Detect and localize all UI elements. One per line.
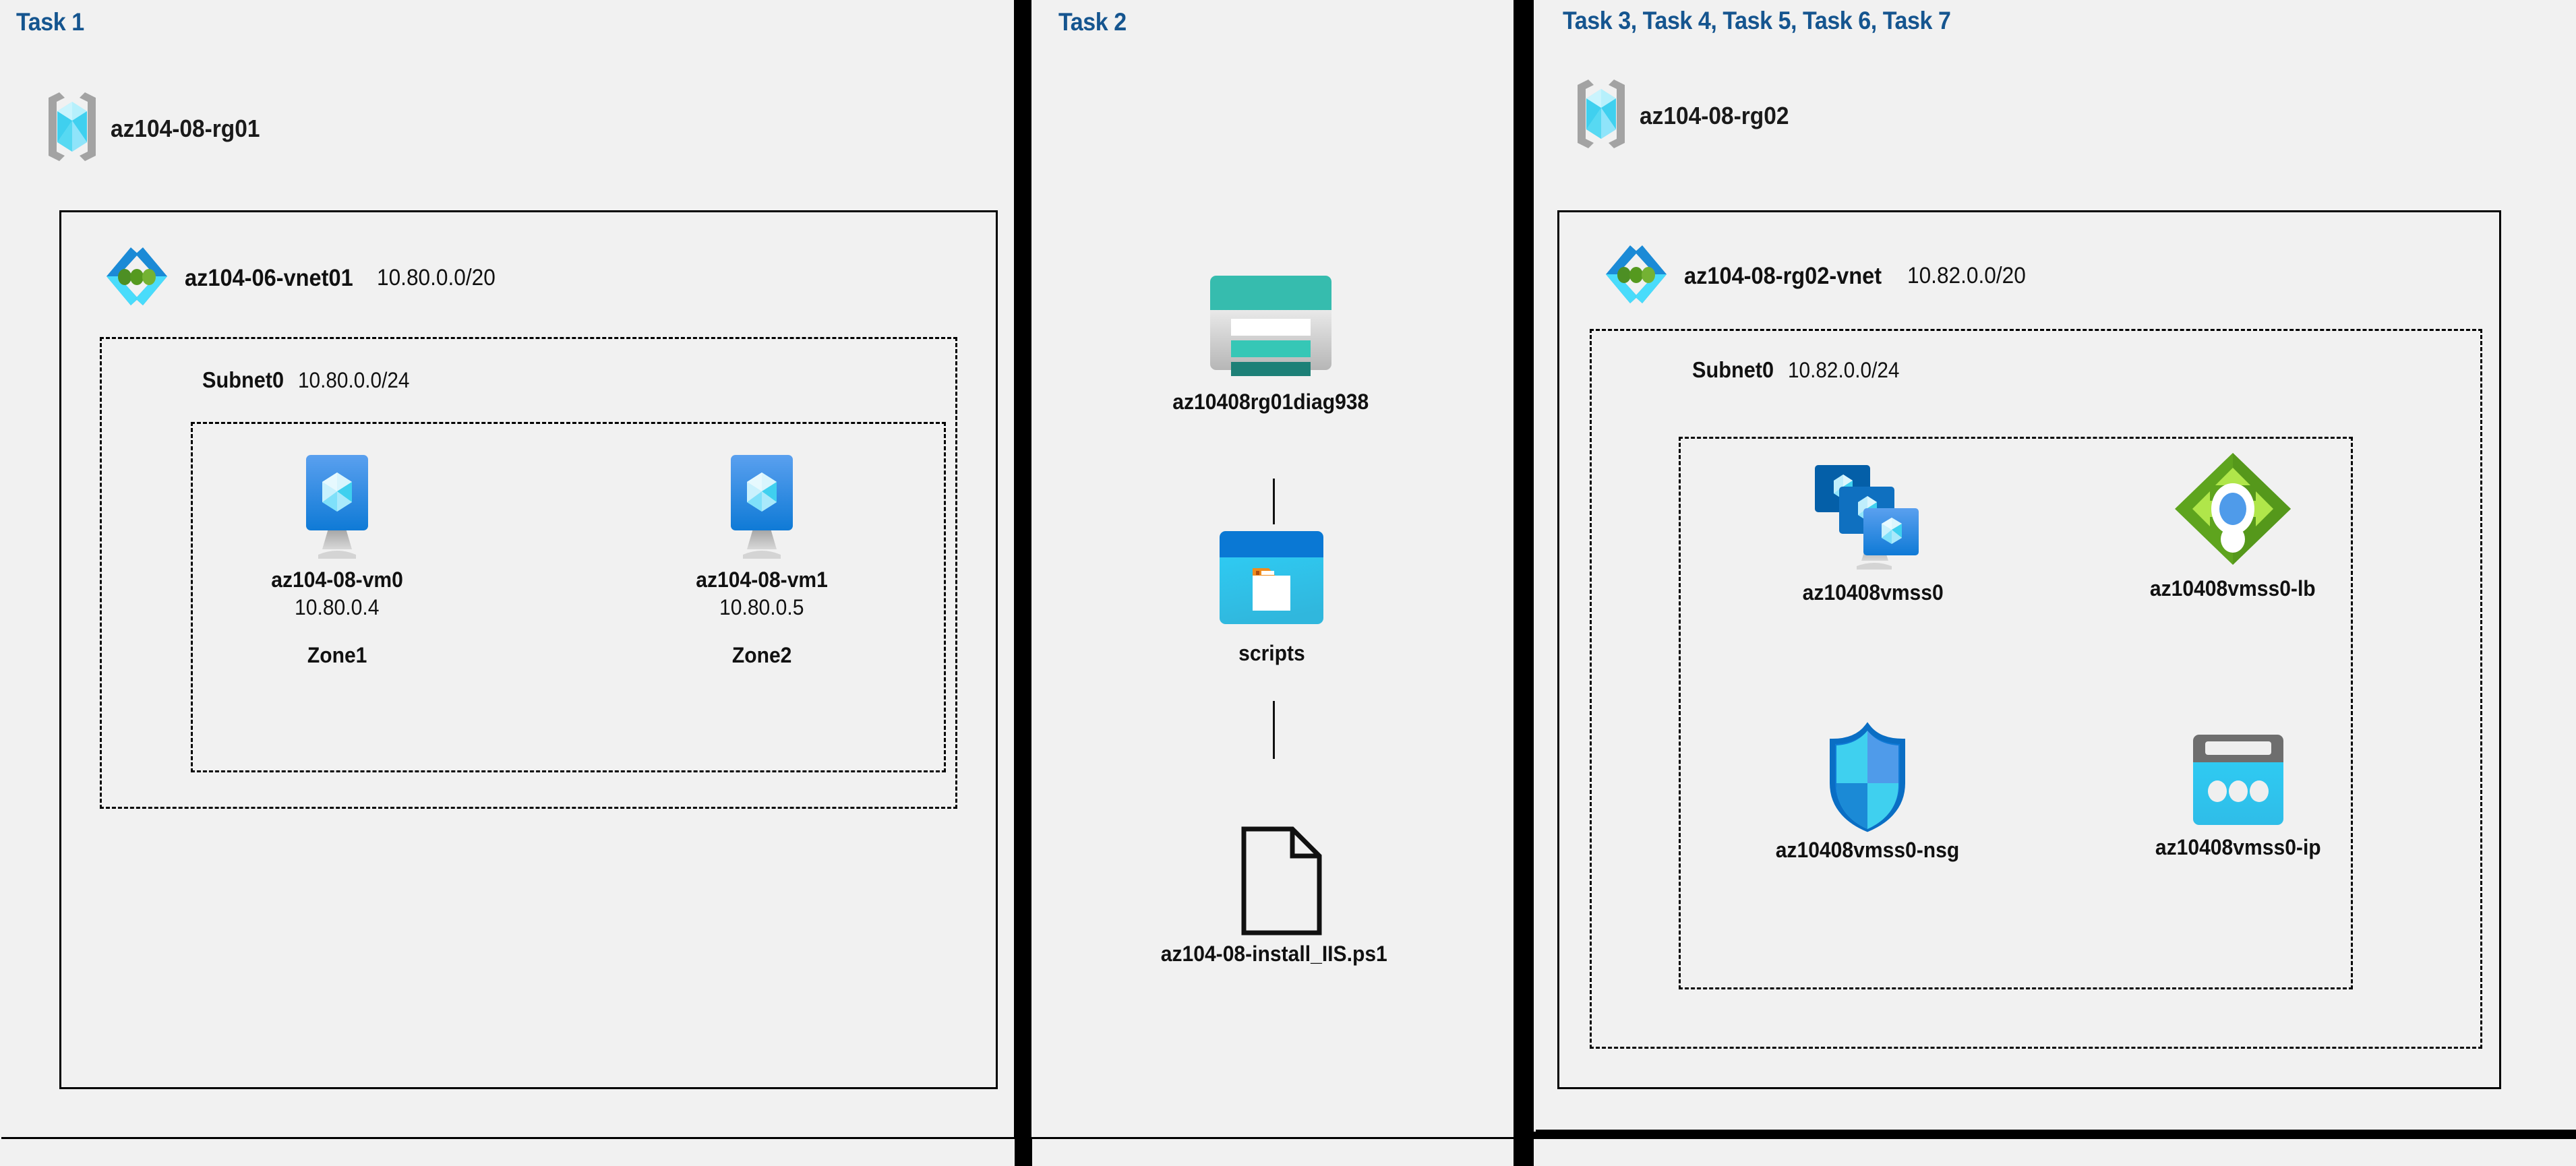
- vm-node-az104-08-vm0[interactable]: az104-08-vm0 10.80.0.4 Zone1: [270, 448, 405, 668]
- resource-group-icon: [46, 91, 98, 166]
- virtual-network-icon: [100, 239, 174, 317]
- vm-node-az104-08-vm1[interactable]: az104-08-vm1 10.80.0.5 Zone2: [694, 448, 829, 668]
- public-ip-node-az10408vmss0-ip[interactable]: az10408vmss0-ip: [2155, 731, 2321, 860]
- panel-title-task-2: Task 2: [1058, 8, 1127, 36]
- vm-ip: 10.80.0.5: [719, 595, 804, 619]
- vnet-header-az104-08-rg02-vnet: az104-08-rg02-vnet 10.82.0.0/20: [1599, 237, 2035, 315]
- resource-group-az104-08-rg01: az104-08-rg01: [46, 91, 271, 166]
- panel-title-task-1: Task 1: [16, 8, 84, 36]
- vnet-name: az104-08-rg02-vnet: [1684, 262, 1882, 289]
- vnet-cidr: 10.80.0.0/20: [376, 265, 496, 290]
- storage-account-label: az10408rg01diag938: [1172, 390, 1369, 414]
- vmss-node-az10408vmss0[interactable]: az10408vmss0: [1799, 456, 1947, 605]
- subnet-name: Subnet0: [1692, 357, 1774, 382]
- blob-container-icon: [1215, 524, 1328, 641]
- script-file-label: az104-08-install_IIS.ps1: [1160, 942, 1388, 966]
- connector-container-to-file: [1273, 701, 1275, 759]
- availability-zones-box: [191, 422, 946, 772]
- nsg-label: az10408vmss0-nsg: [1775, 838, 1960, 862]
- blob-container-label: scripts: [1238, 641, 1305, 665]
- load-balancer-icon: [2165, 445, 2300, 576]
- panel-separator-left: [1015, 0, 1032, 1166]
- virtual-machine-icon: [287, 448, 387, 567]
- virtual-network-icon: [1599, 237, 1673, 315]
- vnet-header-az104-06-vnet01: az104-06-vnet01 10.80.0.0/20: [100, 239, 504, 317]
- vm-name: az104-08-vm0: [271, 567, 403, 592]
- blob-container-node[interactable]: scripts: [1218, 524, 1325, 666]
- vnet-name: az104-06-vnet01: [185, 264, 353, 291]
- subnet-box-task1: [100, 337, 957, 809]
- vnet-box-az104-08-rg02-vnet: [1557, 210, 2501, 1089]
- panel-separator-right: [1514, 0, 1534, 1166]
- vnet-cidr: 10.82.0.0/20: [1907, 263, 2026, 288]
- file-icon: [1226, 824, 1322, 942]
- public-ip-address-icon: [2188, 731, 2288, 835]
- vm-name: az104-08-vm1: [696, 567, 828, 592]
- resource-group-icon: [1575, 78, 1627, 153]
- virtual-machine-icon: [712, 448, 812, 567]
- network-security-group-icon: [1817, 721, 1918, 838]
- vmss-label: az10408vmss0: [1802, 580, 1944, 605]
- vm-scale-set-icon: [1799, 456, 1947, 580]
- panel-title-task-3-7: Task 3, Task 4, Task 5, Task 6, Task 7: [1563, 7, 1951, 34]
- connector-storage-to-container: [1273, 479, 1275, 524]
- subnet-label-task1: Subnet0 10.80.0.0/24: [202, 367, 418, 393]
- subnet-label-task3: Subnet0 10.82.0.0/24: [1692, 357, 1908, 383]
- resource-group-az104-08-rg02: az104-08-rg02: [1575, 78, 1800, 153]
- vm-ip: 10.80.0.4: [295, 595, 380, 619]
- script-file-node[interactable]: az104-08-install_IIS.ps1: [1161, 824, 1387, 966]
- subnet-name: Subnet0: [202, 367, 284, 392]
- subnet-resources-box: [1679, 437, 2353, 989]
- storage-account-icon: [1207, 266, 1335, 390]
- storage-account-node[interactable]: az10408rg01diag938: [1173, 266, 1369, 415]
- resource-group-label: az104-08-rg01: [111, 114, 260, 142]
- nsg-node-az10408vmss0-nsg[interactable]: az10408vmss0-nsg: [1776, 721, 1959, 863]
- load-balancer-label: az10408vmss0-lb: [2150, 576, 2316, 601]
- vnet-box-az104-06-vnet01: [59, 210, 998, 1089]
- vm-zone: Zone1: [307, 643, 367, 667]
- public-ip-label: az10408vmss0-ip: [2155, 835, 2321, 859]
- load-balancer-node-az10408vmss0-lb[interactable]: az10408vmss0-lb: [2150, 445, 2316, 601]
- vm-zone: Zone2: [731, 643, 792, 667]
- resource-group-label: az104-08-rg02: [1640, 101, 1789, 129]
- subnet-cidr: 10.82.0.0/24: [1788, 358, 1900, 382]
- panel-task-3-7-inner-border: [1536, 0, 2576, 1132]
- subnet-box-task3: [1590, 329, 2482, 1049]
- subnet-cidr: 10.80.0.0/24: [298, 368, 410, 392]
